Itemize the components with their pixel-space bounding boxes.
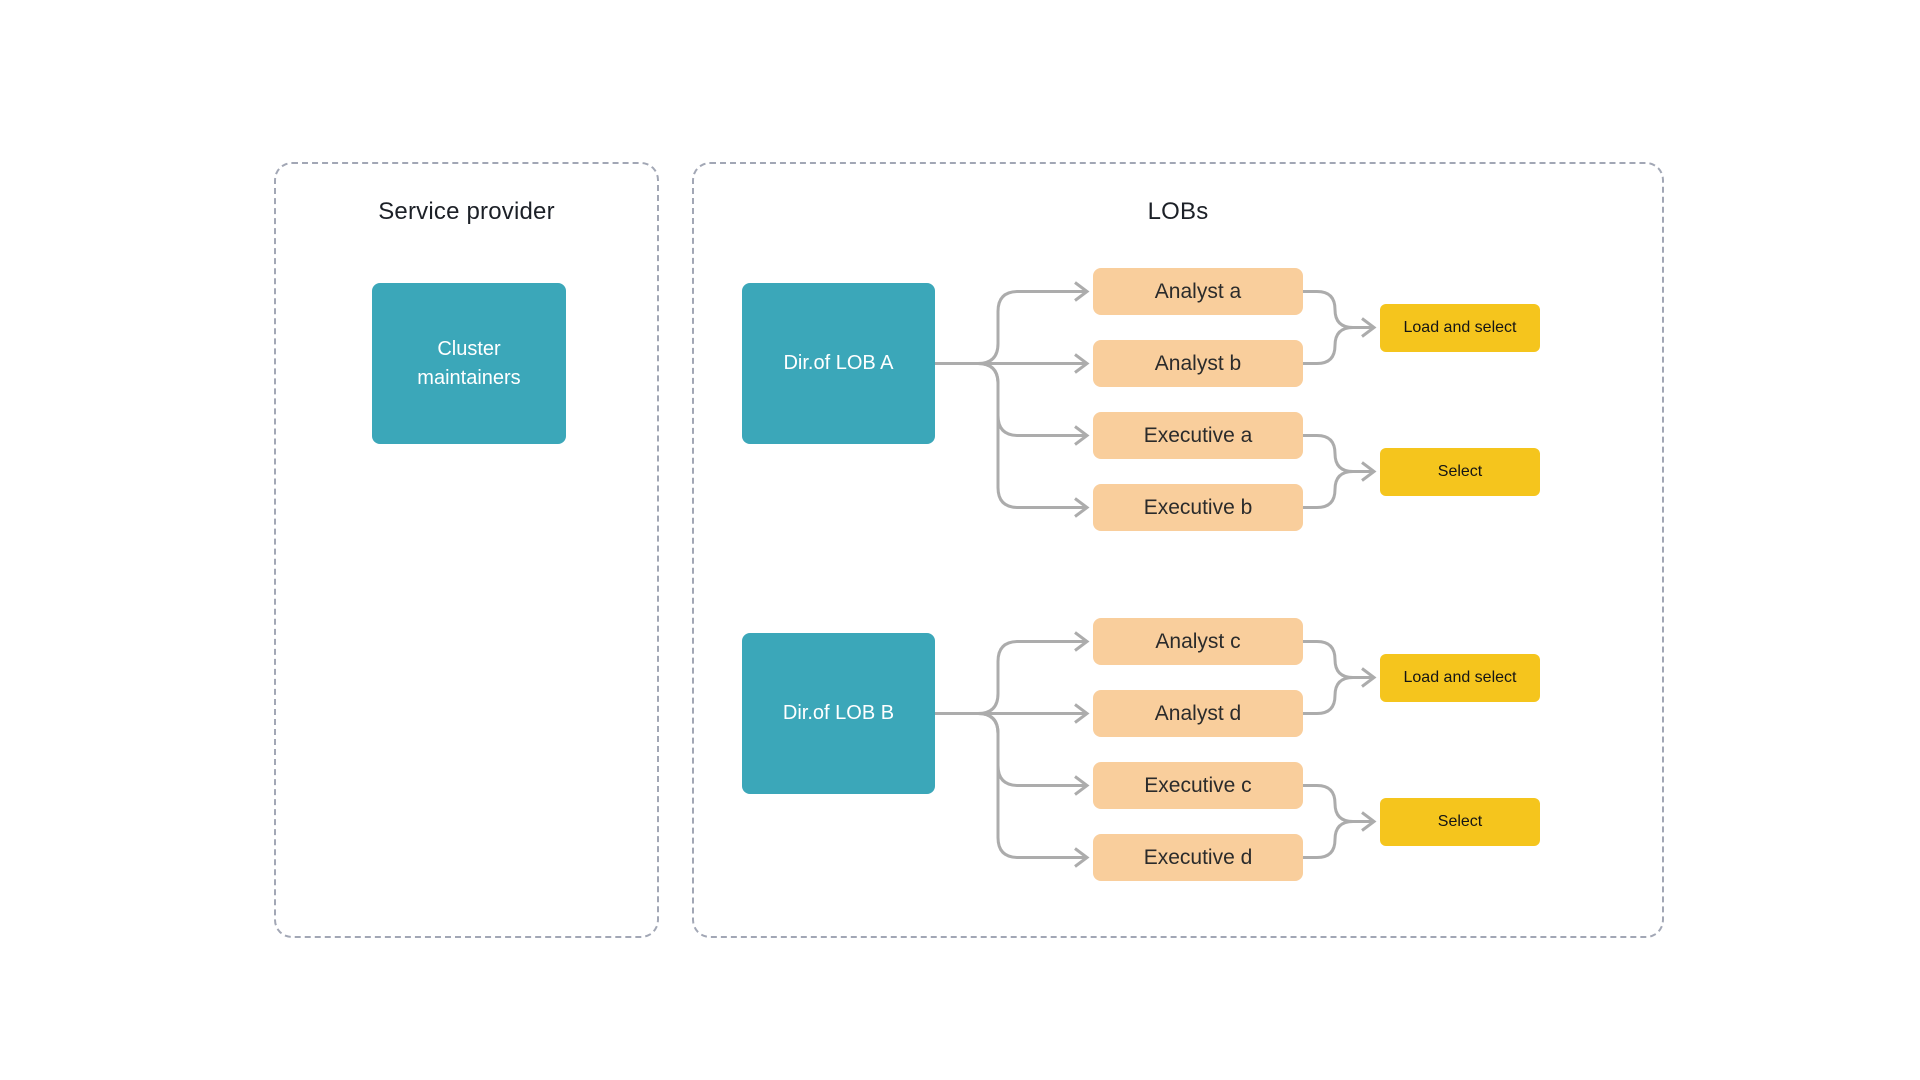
service-provider-panel: Service provider [274, 162, 659, 938]
action-node-load-and-select-a: Load and select [1380, 303, 1540, 352]
node-label: Executive a [1143, 423, 1253, 447]
node-label: Select [1437, 462, 1483, 480]
member-node-analyst-a: Analyst a [1093, 268, 1303, 315]
node-label: Executive c [1144, 773, 1252, 797]
cluster-maintainers-node: Cluster maintainers [372, 283, 566, 444]
node-label: Analyst d [1154, 701, 1242, 725]
node-label: Select [1437, 812, 1483, 830]
action-node-select-b: Select [1380, 797, 1540, 846]
member-node-analyst-c: Analyst c [1093, 618, 1303, 665]
lobs-panel: LOBs [692, 162, 1664, 938]
member-node-analyst-d: Analyst d [1093, 690, 1303, 737]
node-label: Analyst c [1155, 629, 1241, 653]
node-label: Load and select [1403, 668, 1517, 686]
node-label: Executive b [1143, 495, 1253, 519]
lobs-title: LOBs [1147, 198, 1209, 225]
director-node-lob-a: Dir.of LOB A [742, 283, 935, 444]
member-node-executive-d: Executive d [1093, 834, 1303, 881]
node-label: Analyst b [1154, 351, 1242, 375]
member-node-executive-c: Executive c [1093, 762, 1303, 809]
node-label: Analyst a [1154, 279, 1242, 303]
service-provider-title: Service provider [378, 198, 555, 225]
action-node-select-a: Select [1380, 447, 1540, 496]
node-label: Cluster maintainers [417, 337, 521, 389]
member-node-executive-b: Executive b [1093, 484, 1303, 531]
director-node-lob-b: Dir.of LOB B [742, 633, 935, 794]
node-label: Executive d [1143, 845, 1253, 869]
action-node-load-and-select-b: Load and select [1380, 653, 1540, 702]
node-label: Dir.of LOB B [782, 702, 895, 724]
node-label: Dir.of LOB A [783, 352, 894, 374]
member-node-analyst-b: Analyst b [1093, 340, 1303, 387]
node-label: Load and select [1403, 318, 1517, 336]
member-node-executive-a: Executive a [1093, 412, 1303, 459]
